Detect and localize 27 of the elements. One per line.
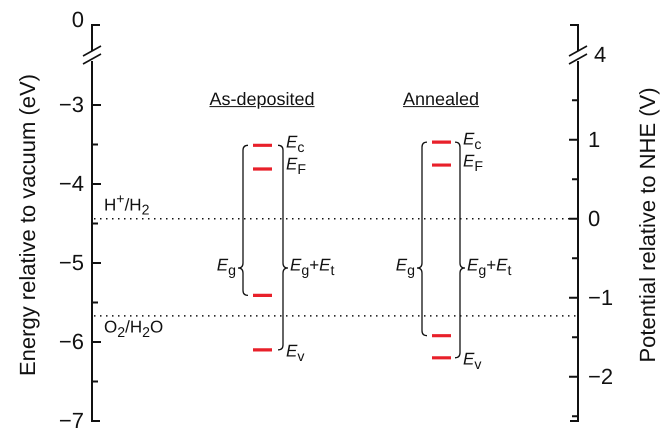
reference-label: H$^{+}$/H$_{2}$: [104, 192, 150, 220]
level-label: E$_{g}$+E$_{t}$: [290, 256, 334, 280]
tick-label: −7: [58, 408, 84, 429]
column-heading: Annealed: [402, 90, 480, 110]
level-label: E$_{F}$: [463, 152, 483, 176]
column-heading: As-deposited: [209, 90, 315, 110]
reference-label: O$_{2}$/H$_{2}$O: [104, 318, 164, 342]
tick-label: −2: [588, 364, 614, 389]
axis-title: Energy relative to vacuum (eV): [16, 74, 40, 376]
tick-label: 0: [588, 206, 600, 231]
level-label: E$_{g}$: [216, 256, 236, 280]
tick-label: −4: [58, 172, 84, 196]
tick-label: −6: [58, 330, 84, 354]
tick-label: 1: [588, 128, 600, 152]
tick-label: 0: [72, 8, 84, 32]
level-label: E$_{g}$: [396, 256, 415, 280]
level-label: E$_{c}$: [463, 130, 482, 154]
level-label: E$_{v}$: [463, 350, 482, 374]
tick-label: −5: [58, 250, 84, 276]
tick-label: −1: [588, 286, 614, 310]
tick-label: −3: [58, 92, 84, 118]
tick-label: 4: [594, 42, 606, 68]
level-label: E$_{v}$: [286, 342, 304, 366]
level-label: E$_{c}$: [286, 134, 304, 157]
axis-title: Potential relative to NHE (V): [636, 87, 660, 363]
level-label: E$_{F}$: [286, 156, 306, 179]
level-label: E$_{g}$+E$_{t}$: [467, 256, 512, 280]
